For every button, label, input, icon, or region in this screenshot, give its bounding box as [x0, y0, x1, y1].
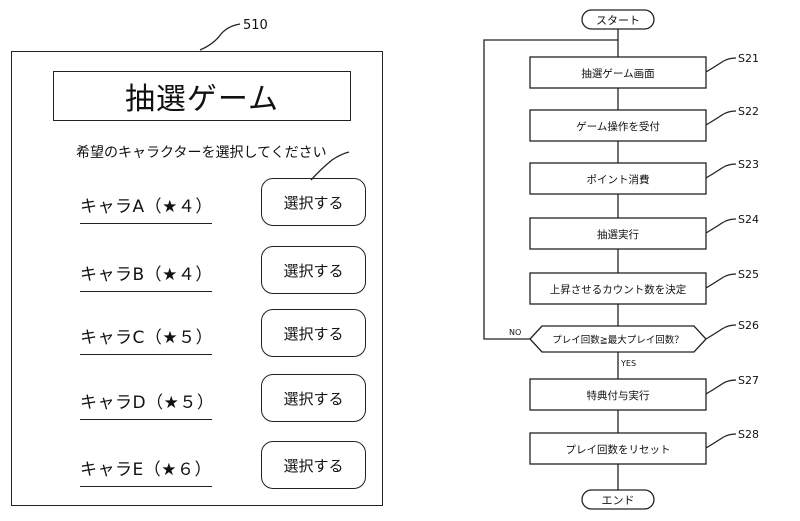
step-id-s23: S23	[738, 158, 759, 171]
select-button-e[interactable]: 選択する	[261, 441, 366, 489]
end-label: エンド	[602, 494, 635, 507]
select-button-c[interactable]: 選択する	[261, 309, 366, 357]
character-label: キャラC（★５）	[80, 328, 214, 348]
character-row-a: キャラA（★４） 選択する	[80, 178, 370, 228]
instruction-text: 希望のキャラクターを選択してください	[76, 145, 327, 161]
step-label-s22: ゲーム操作を受付	[576, 120, 660, 133]
character-label: キャラA（★４）	[80, 197, 213, 217]
step-id-s27: S27	[738, 374, 759, 387]
leader-s21	[705, 57, 737, 73]
step-label-s25: 上昇させるカウント数を決定	[550, 283, 687, 296]
character-label: キャラE（★６）	[80, 460, 212, 480]
step-id-s21: S21	[738, 52, 759, 65]
underline	[80, 419, 212, 420]
step-label-s21: 抽選ゲーム画面	[581, 67, 654, 80]
leader-s25	[705, 273, 737, 289]
no-loop-connector	[483, 39, 618, 340]
step-id-s22: S22	[738, 105, 759, 118]
step-label-s23: ポイント消費	[587, 173, 650, 186]
character-label: キャラB（★４）	[80, 265, 213, 285]
underline	[80, 223, 212, 224]
character-label: キャラD（★５）	[80, 393, 215, 413]
character-row-e: キャラE（★６） 選択する	[80, 441, 370, 491]
step-id-s26: S26	[738, 319, 759, 332]
leader-s22	[705, 110, 737, 126]
step-label-s28: プレイ回数をリセット	[566, 443, 671, 456]
underline	[80, 354, 212, 355]
character-row-c: キャラC（★５） 選択する	[80, 309, 370, 359]
screen-ref-number: 510	[243, 18, 268, 33]
step-id-s24: S24	[738, 213, 759, 226]
character-row-d: キャラD（★５） 選択する	[80, 374, 370, 424]
step-label-s24: 抽選実行	[597, 228, 639, 241]
step-id-s25: S25	[738, 268, 759, 281]
yes-branch-label: YES	[620, 359, 636, 368]
button-ref-leader	[310, 151, 350, 181]
screen-ref-leader	[199, 23, 241, 51]
leader-s26	[705, 324, 737, 340]
select-button-a[interactable]: 選択する	[261, 178, 366, 226]
step-label-s26: プレイ回数≧最大プレイ回数？	[552, 334, 683, 346]
select-button-d[interactable]: 選択する	[261, 374, 366, 422]
underline	[80, 291, 212, 292]
select-button-b[interactable]: 選択する	[261, 246, 366, 294]
leader-s24	[705, 218, 737, 234]
step-label-s27: 特典付与実行	[587, 389, 650, 402]
no-branch-label: NO	[509, 328, 521, 337]
leader-s23	[705, 163, 737, 179]
game-title: 抽選ゲーム	[53, 71, 351, 121]
character-row-b: キャラB（★４） 選択する	[80, 246, 370, 296]
step-id-s28: S28	[738, 428, 759, 441]
leader-s28	[705, 433, 737, 449]
start-label: スタート	[596, 14, 640, 27]
underline	[80, 486, 212, 487]
leader-s27	[705, 379, 737, 395]
